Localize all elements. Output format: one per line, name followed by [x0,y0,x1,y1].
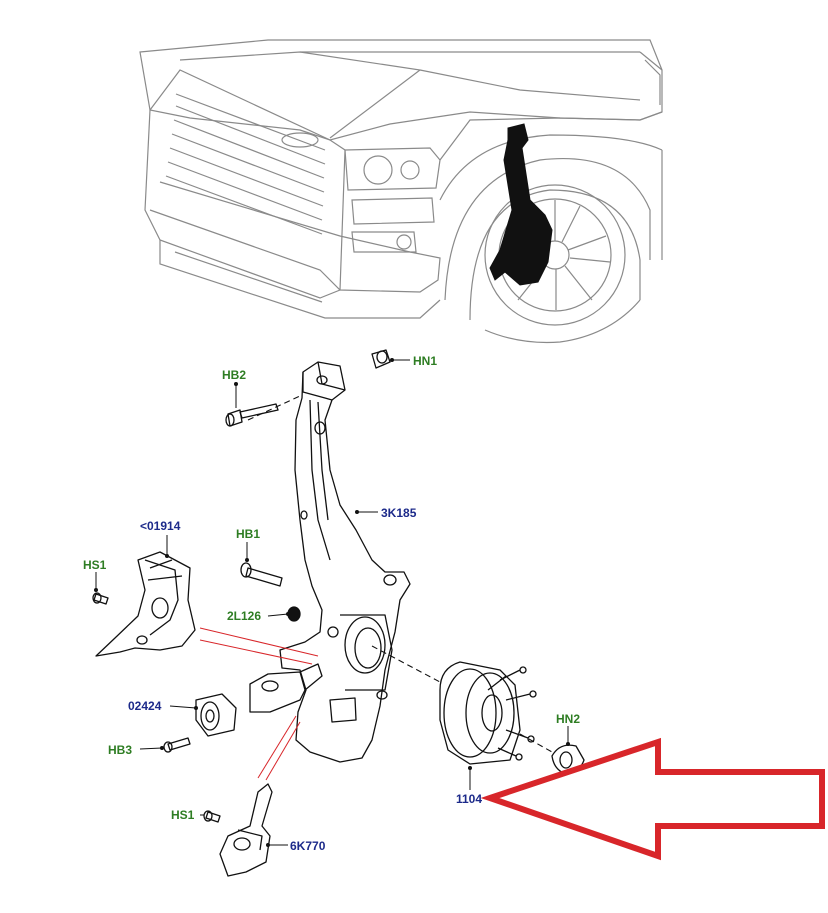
label-1104: 1104 [456,792,483,806]
label-hs1-bottom: HS1 [171,808,195,822]
label-3k185: 3K185 [381,506,417,520]
red-arrow [480,737,825,861]
parts-linework [92,349,585,877]
label-2l126: 2L126 [227,609,262,623]
dust-shield [95,551,196,657]
leader-dots [94,358,570,847]
label-hn1: HN1 [413,354,438,368]
wheel-hub [439,661,537,765]
bolt-hb1 [240,562,283,587]
sensor-bracket [219,783,273,877]
screw-hs1-bottom [203,810,221,823]
label-hb1: HB1 [236,527,261,541]
bolt-hb2 [225,403,279,427]
label-hn2: HN2 [556,712,581,726]
label-hb2: HB2 [222,368,247,382]
label-hb3: HB3 [108,743,133,757]
label-hs1-top: HS1 [83,558,107,572]
knuckle-silhouette [489,123,553,286]
label-02424: 02424 [128,699,162,713]
assembly-axes [247,395,553,753]
vehicle-outline [139,39,663,344]
screw-hs1-top [92,592,109,605]
leader-lines [95,359,569,846]
steering-knuckle [249,361,411,763]
bolt-hb3 [163,737,191,753]
reference-lines [199,627,319,781]
label-6k770: 6K770 [290,839,326,853]
label-01914: <01914 [140,519,181,533]
nut-hn1 [371,349,391,369]
bushing-02424 [195,693,237,737]
